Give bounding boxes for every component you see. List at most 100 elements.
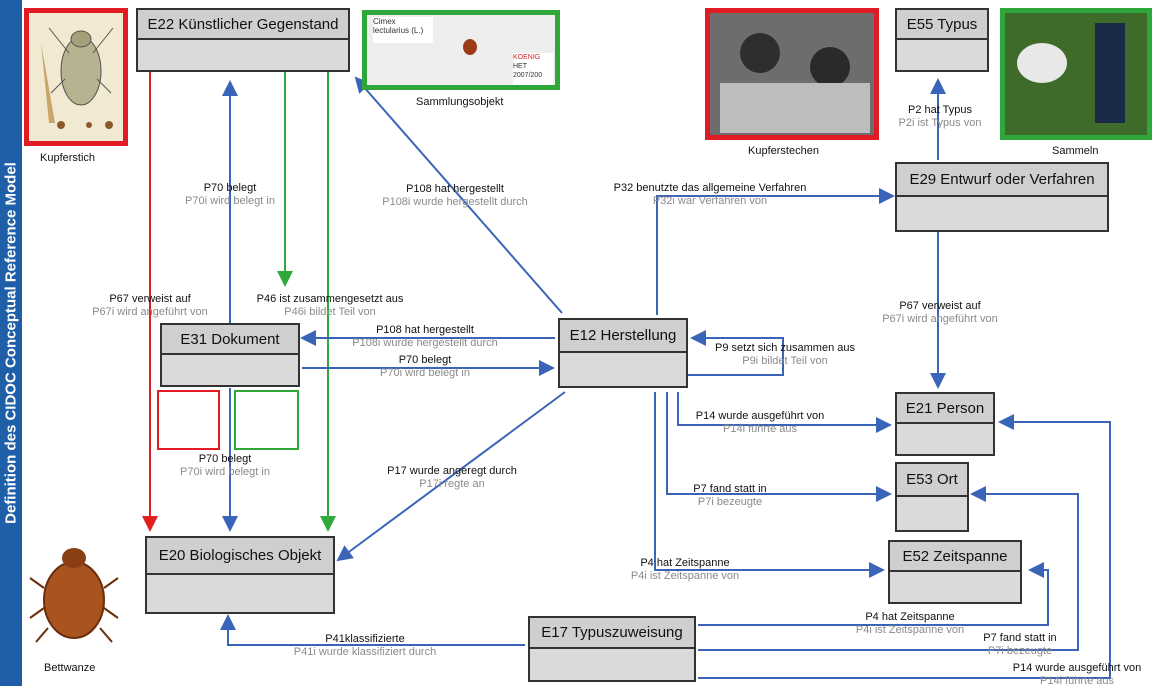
- label-p9: P9 setzt sich zusammen aus P9i bildet Te…: [700, 342, 870, 368]
- entity-e55-body: [897, 40, 987, 70]
- label-p17-inverse: P17i regte an: [419, 478, 485, 490]
- dokument-red-image: [157, 390, 220, 450]
- koenig-text: KOENIG: [513, 54, 541, 61]
- entity-e17-title: E17 Typuszuweisung: [530, 618, 694, 649]
- label-p7-low: P7 fand statt in P7i bezeugte: [970, 632, 1070, 658]
- sammeln-caption: Sammeln: [1052, 145, 1099, 157]
- entity-e21-title: E21 Person: [897, 394, 993, 424]
- specimen-label-line1: Cimex: [373, 17, 396, 26]
- kupferstich-image: [24, 8, 128, 146]
- entity-e31-title: E31 Dokument: [162, 325, 298, 355]
- label-p9-inverse: P9i bildet Teil von: [742, 355, 828, 367]
- entity-e17-body: [530, 649, 694, 680]
- label-p46-forward: P46 ist zusammengesetzt aus: [256, 293, 404, 305]
- entity-e29-title: E29 Entwurf oder Verfahren: [897, 164, 1107, 197]
- engraver-figure-1: [740, 33, 780, 73]
- label-p32-inverse: P32i war Verfahren von: [652, 195, 768, 207]
- entity-e29-body: [897, 197, 1107, 230]
- entity-e55-title: E55 Typus: [897, 10, 987, 40]
- entity-e17[interactable]: E17 Typuszuweisung: [528, 616, 696, 682]
- label-p70-left: P70 belegt P70i wird belegt in: [175, 182, 285, 208]
- entity-e20[interactable]: E20 Biologisches Objekt: [145, 536, 335, 614]
- entity-e22[interactable]: E22 Künstlicher Gegenstand: [136, 8, 350, 72]
- entity-e12-title: E12 Herstellung: [560, 320, 686, 353]
- label-p4-top: P4 hat Zeitspanne P4i ist Zeitspanne von: [615, 557, 755, 583]
- entity-e22-title: E22 Künstlicher Gegenstand: [138, 10, 348, 40]
- insect-engraving-icon: [41, 27, 114, 129]
- label-p67-right: P67 verweist auf P67i wird angeführt von: [870, 300, 1010, 326]
- label-p108-mid-forward: P108 hat hergestellt: [376, 324, 474, 336]
- sidebar: Definition des CIDOC Conceptual Referenc…: [0, 0, 22, 686]
- het-number: HET 2007/200: [513, 63, 543, 79]
- label-p41-inverse: P41i wurde klassifiziert durch: [293, 646, 437, 658]
- kupferstich-caption: Kupferstich: [40, 152, 96, 164]
- label-p14-low-inverse: P14i führte aus: [1040, 675, 1114, 687]
- label-p70-mid: P70 belegt P70i wird belegt in: [370, 354, 480, 380]
- sammlungsobjekt-image: Cimex lectularius (L.) KOENIG HET 2007/2…: [362, 10, 560, 90]
- net-icon: [1017, 43, 1067, 83]
- label-p46: P46 ist zusammengesetzt aus P46i bildet …: [245, 293, 415, 319]
- entity-e12[interactable]: E12 Herstellung: [558, 318, 688, 388]
- sammeln-image: [1000, 8, 1152, 140]
- label-p32: P32 benutzte das allgemeine Verfahren P3…: [595, 182, 825, 208]
- label-p4-low-forward: P4 hat Zeitspanne: [865, 611, 955, 623]
- collector-figure: [1095, 23, 1125, 123]
- specimen-icon: [463, 39, 477, 55]
- engraver-figure-2: [810, 47, 850, 87]
- label-p7-low-inverse: P7i bezeugte: [987, 645, 1053, 657]
- entity-e20-title: E20 Biologisches Objekt: [147, 538, 333, 575]
- label-p67-left: P67 verweist auf P67i wird angeführt von: [80, 293, 220, 319]
- label-p70-low-forward: P70 belegt: [198, 453, 252, 465]
- entity-e53-title: E53 Ort: [897, 464, 967, 497]
- entity-e52[interactable]: E52 Zeitspanne: [888, 540, 1022, 604]
- entity-e53-body: [897, 497, 967, 530]
- entity-e21[interactable]: E21 Person: [895, 392, 995, 456]
- entity-e31-body: [162, 355, 298, 385]
- label-p70-mid-inverse: P70i wird belegt in: [380, 367, 470, 379]
- label-p14-top-forward: P14 wurde ausgeführt von: [695, 410, 825, 422]
- label-p108-top-inverse: P108i wurde hergestellt durch: [382, 196, 528, 208]
- label-p67-left-forward: P67 verweist auf: [109, 293, 191, 305]
- label-p2: P2 hat Typus P2i ist Typus von: [890, 104, 990, 130]
- bettwanze-caption: Bettwanze: [44, 662, 96, 674]
- label-p32-forward: P32 benutzte das allgemeine Verfahren: [613, 182, 807, 194]
- label-p4-low: P4 hat Zeitspanne P4i ist Zeitspanne von: [845, 611, 975, 637]
- label-p108-top-forward: P108 hat hergestellt: [406, 183, 504, 195]
- label-p2-inverse: P2i ist Typus von: [898, 117, 982, 129]
- entity-e55[interactable]: E55 Typus: [895, 8, 989, 72]
- label-p7-top-forward: P7 fand statt in: [693, 483, 767, 495]
- entity-e29[interactable]: E29 Entwurf oder Verfahren: [895, 162, 1109, 232]
- label-p14-low-forward: P14 wurde ausgeführt von: [1012, 662, 1142, 674]
- label-p2-forward: P2 hat Typus: [907, 104, 972, 116]
- label-p17: P17 wurde angeregt durch P17i regte an: [372, 465, 532, 491]
- entity-e52-body: [890, 572, 1020, 602]
- label-p70-low: P70 belegt P70i wird belegt in: [170, 453, 280, 479]
- label-p4-top-inverse: P4i ist Zeitspanne von: [630, 570, 740, 582]
- label-p14-low: P14 wurde ausgeführt von P14i führte aus: [1000, 662, 1154, 688]
- label-p14-top-inverse: P14i führte aus: [723, 423, 797, 435]
- label-p70-left-inverse: P70i wird belegt in: [185, 195, 275, 207]
- specimen-label: Cimex lectularius (L.): [373, 17, 433, 43]
- label-p70-low-inverse: P70i wird belegt in: [180, 466, 270, 478]
- label-p67-right-inverse: P67i wird angeführt von: [882, 313, 998, 325]
- label-p9-forward: P9 setzt sich zusammen aus: [714, 342, 855, 354]
- entity-e31[interactable]: E31 Dokument: [160, 323, 300, 387]
- label-p70-left-forward: P70 belegt: [203, 182, 257, 194]
- entity-e22-body: [138, 40, 348, 70]
- label-p14-top: P14 wurde ausgeführt von P14i führte aus: [680, 410, 840, 436]
- label-p108-top: P108 hat hergestellt P108i wurde hergest…: [365, 183, 545, 209]
- label-p70-mid-forward: P70 belegt: [398, 354, 452, 366]
- specimen-label-line2: lectularius (L.): [373, 26, 424, 35]
- label-p7-low-forward: P7 fand statt in: [983, 632, 1057, 644]
- entity-e52-title: E52 Zeitspanne: [890, 542, 1020, 572]
- label-p17-forward: P17 wurde angeregt durch: [387, 465, 517, 477]
- kupferstechen-caption: Kupferstechen: [748, 145, 819, 157]
- label-p7-top-inverse: P7i bezeugte: [697, 496, 763, 508]
- label-p67-right-forward: P67 verweist auf: [899, 300, 981, 312]
- label-p7-top: P7 fand statt in P7i bezeugte: [670, 483, 790, 509]
- label-p41: P41klassifizierte P41i wurde klassifizie…: [280, 633, 450, 659]
- entity-e53[interactable]: E53 Ort: [895, 462, 969, 532]
- entity-e20-body: [147, 575, 333, 612]
- label-p67-left-inverse: P67i wird angeführt von: [92, 306, 208, 318]
